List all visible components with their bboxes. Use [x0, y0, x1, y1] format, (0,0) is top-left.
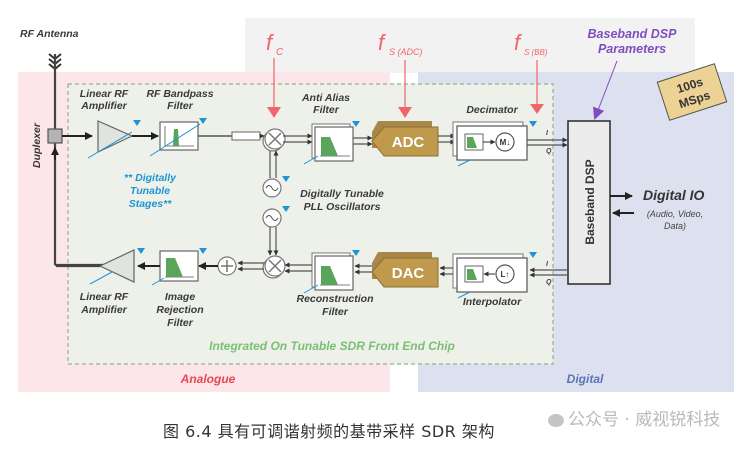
tx-amp-label-2: Amplifier	[80, 304, 127, 316]
svg-text:L↑: L↑	[501, 270, 510, 279]
tunable-note-2: Tunable	[130, 185, 170, 197]
tunable-note-3: Stages**	[129, 198, 173, 210]
irf-label-2: Rejection	[156, 304, 203, 316]
svg-text:Parameters: Parameters	[598, 42, 666, 56]
bpf-label-2: Filter	[167, 100, 194, 112]
digital-io-sub-2: Data)	[664, 221, 686, 231]
fc-parameter: f C	[266, 30, 284, 118]
interpolator: L↑	[452, 252, 537, 299]
bpf-label-1: RF Bandpass	[146, 88, 213, 100]
watermark-text: 公众号 · 威视锐科技	[568, 410, 721, 430]
svg-text:C: C	[276, 47, 284, 58]
recon-label-2: Filter	[322, 306, 349, 318]
recon-label-1: Reconstruction	[296, 293, 373, 305]
svg-text:f: f	[378, 30, 387, 55]
rate-badge: 100s MSps	[656, 63, 728, 121]
tunable-note-1: ** Digitally	[124, 172, 177, 184]
baseband-dsp-block: Baseband DSP	[567, 120, 611, 285]
digital-io-title: Digital IO	[643, 187, 705, 203]
figure-caption: 图 6.4 具有可调谐射频的基带采样 SDR 架构	[163, 422, 495, 441]
svg-text:DAC: DAC	[392, 265, 425, 282]
tx-i-label: I	[546, 261, 549, 268]
anti-alias-filter	[303, 121, 360, 165]
fs-adc-parameter: f S (ADC)	[378, 30, 423, 118]
svg-text:S (ADC): S (ADC)	[389, 47, 423, 57]
rx-q-label: Q	[546, 148, 552, 155]
pll-label-1: Digitally Tunable	[300, 188, 384, 200]
fs-bb-parameter: f S (BB)	[514, 30, 548, 114]
rx-mixer	[262, 128, 286, 152]
wechat-icon	[548, 413, 564, 427]
pll-label-2: PLL Oscillators	[304, 201, 381, 213]
baseband-dsp-parameters: Baseband DSP Parameters	[588, 27, 678, 120]
aaf-label-2: Filter	[313, 104, 340, 116]
svg-text:f: f	[514, 30, 523, 55]
svg-text:f: f	[266, 30, 275, 55]
svg-text:S (BB): S (BB)	[524, 48, 548, 57]
svg-text:ADC: ADC	[392, 134, 425, 151]
tx-pll-oscillator	[262, 206, 290, 228]
decimator-label: Decimator	[466, 104, 518, 116]
parameter-band	[245, 18, 695, 73]
digital-label: Digital	[567, 372, 604, 386]
tx-linear-rf-amplifier	[89, 248, 145, 285]
svg-text:Baseband DSP: Baseband DSP	[588, 27, 678, 41]
dac-block: DAC	[371, 252, 439, 288]
duplexer	[47, 128, 63, 144]
svg-text:M↓: M↓	[500, 138, 511, 147]
irf-label-1: Image	[165, 291, 196, 303]
rx-amp-label-1: Linear RF	[80, 88, 129, 100]
irf-label-3: Filter	[167, 317, 194, 329]
svg-text:Baseband DSP: Baseband DSP	[583, 159, 597, 244]
antenna-label: RF Antenna	[20, 28, 79, 40]
watermark: 公众号 · 威视锐科技	[548, 405, 720, 430]
tx-mixer	[262, 255, 286, 279]
adc-block: ADC	[371, 121, 439, 157]
reconstruction-filter	[303, 250, 360, 294]
analogue-label: Analogue	[180, 372, 236, 386]
summing-junction	[217, 256, 237, 276]
decimator: M↓	[452, 121, 537, 167]
image-rejection-filter	[151, 248, 207, 286]
aaf-label-1: Anti Alias	[301, 92, 350, 104]
duplexer-label: Duplexer	[31, 122, 43, 168]
digital-io-sub-1: (Audio, Video,	[647, 209, 703, 219]
rx-i-label: I	[546, 130, 549, 137]
rx-amp-label-2: Amplifier	[80, 100, 127, 112]
rx-linear-rf-amplifier	[87, 120, 141, 159]
tx-q-label: Q	[546, 279, 552, 286]
chip-label: Integrated On Tunable SDR Front End Chip	[209, 339, 455, 353]
tx-amp-label-1: Linear RF	[80, 291, 129, 303]
interpolator-label: Interpolator	[463, 296, 522, 308]
rx-pll-oscillator	[262, 176, 290, 198]
